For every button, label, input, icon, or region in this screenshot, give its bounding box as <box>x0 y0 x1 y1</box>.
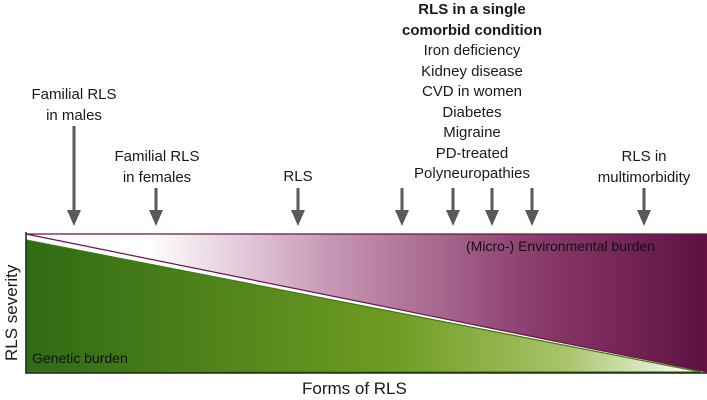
comorbid-item-pd-treated: PD-treated <box>435 144 509 162</box>
label-multimorbidity-line1: RLS in <box>621 148 667 165</box>
label-comorbid: RLS in a single comorbid condition Iron … <box>382 0 562 185</box>
environmental-burden-label: (Micro-) Environmental burden <box>466 238 656 254</box>
comorbid-item-polyneuropathies: Polyneuropathies <box>414 165 530 182</box>
arrow-familial-males <box>67 126 81 226</box>
label-familial-females: Familial RLS in females <box>96 146 218 188</box>
label-familial-males: Familial RLS in males <box>14 84 134 126</box>
comorbid-item-kidney-disease: Kidney disease <box>421 62 523 80</box>
arrow-comorbid-1 <box>395 188 409 226</box>
arrow-comorbid-2 <box>446 188 460 226</box>
x-axis-title: Forms of RLS <box>302 379 407 398</box>
comorbid-item-migraine: Migraine <box>443 124 501 141</box>
arrow-comorbid-4 <box>525 188 539 226</box>
label-familial-males-line2: in males <box>46 107 102 124</box>
label-familial-females-line1: Familial RLS <box>114 148 200 165</box>
comorbid-item-diabetes: Diabetes <box>442 103 502 121</box>
arrow-familial-females <box>149 188 163 226</box>
comorbid-item-iron-deficiency: Iron deficiency <box>423 42 521 59</box>
arrow-rls <box>291 188 305 226</box>
comorbid-item-cvd-women: CVD in women <box>421 83 523 100</box>
arrow-multimorbidity <box>637 188 651 226</box>
environmental-burden-wedge <box>25 233 707 373</box>
label-rls-line1: RLS <box>283 168 313 185</box>
label-comorbid-title-line1: RLS in a single <box>418 1 526 18</box>
label-familial-males-line1: Familial RLS <box>31 86 117 103</box>
label-multimorbidity-line2: multimorbidity <box>597 169 691 186</box>
label-familial-females-line2: in females <box>122 169 192 186</box>
label-rls: RLS <box>268 166 328 187</box>
label-multimorbidity: RLS in multimorbidity <box>586 146 702 188</box>
label-comorbid-title-line2: comorbid condition <box>402 21 542 39</box>
y-axis-title: RLS severity <box>2 264 21 361</box>
arrow-comorbid-3 <box>485 188 499 226</box>
genetic-burden-label: Genetic burden <box>32 350 128 366</box>
